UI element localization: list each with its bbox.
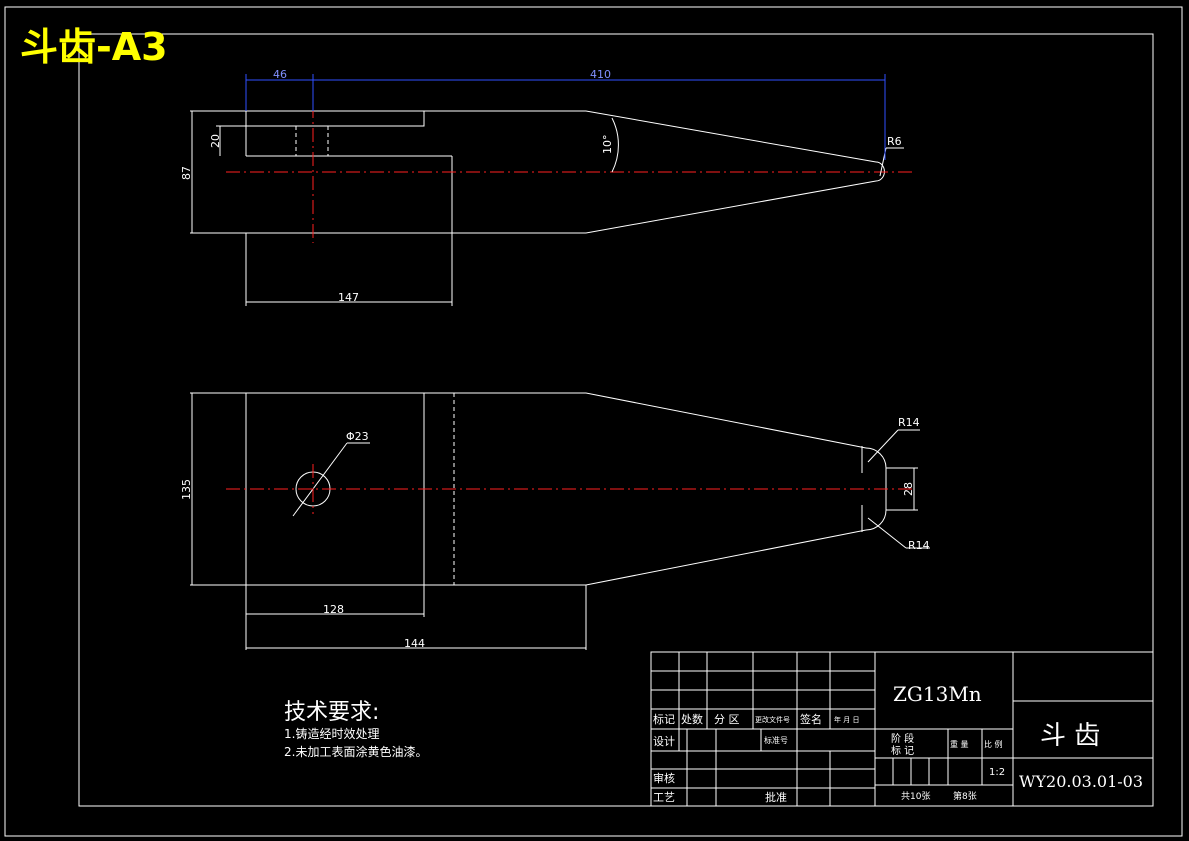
dim-20: 20 xyxy=(209,134,222,148)
sheet-title: 斗齿-A3 xyxy=(20,25,168,69)
tb-date: 年 月 日 xyxy=(834,715,859,724)
outer-border xyxy=(4,6,1183,837)
dim-10deg: 10° xyxy=(601,135,614,155)
top-view: 87 20 147 10° R6 46 410 xyxy=(180,68,915,306)
tb-count: 处数 xyxy=(681,713,703,726)
tb-review: 审核 xyxy=(653,771,675,785)
part-name: 斗 齿 xyxy=(1040,721,1100,751)
dim-144: 144 xyxy=(404,637,425,650)
tb-stage: 阶 段 xyxy=(891,732,914,745)
dim-128: 128 xyxy=(323,603,344,616)
tech-heading: 技术要求: xyxy=(284,700,379,725)
tb-standard: 标准号 xyxy=(764,735,788,745)
dim-135: 135 xyxy=(180,479,193,500)
inner-border xyxy=(78,33,1154,807)
tb-mark: 标记 xyxy=(653,712,675,726)
title-block: ZG13Mn 斗 齿 WY20.03.01-03 1:2 共10张 第8张 标记… xyxy=(650,651,1154,807)
dim-28: 28 xyxy=(902,482,915,496)
dim-87: 87 xyxy=(180,166,193,180)
scale: 1:2 xyxy=(989,767,1005,778)
tb-zone: 分 区 xyxy=(714,713,740,726)
tb-doc: 更改文件号 xyxy=(755,715,790,724)
tb-weight: 重 量 xyxy=(950,739,969,749)
dim-147: 147 xyxy=(338,291,359,304)
tech-line-2: 2.未加工表面涂黄色油漆。 xyxy=(284,744,427,759)
dim-phi23: Φ23 xyxy=(346,430,369,443)
sheet-count: 共10张 xyxy=(901,791,930,802)
tb-sign: 签名 xyxy=(800,712,822,726)
dim-r6: R6 xyxy=(887,135,902,148)
tb-approve: 批准 xyxy=(765,790,787,804)
tb-stage-mark: 标 记 xyxy=(891,745,914,757)
material: ZG13Mn xyxy=(893,682,982,706)
sheet-number: 第8张 xyxy=(953,790,977,802)
tb-ratio: 比 例 xyxy=(984,739,1003,749)
dim-46: 46 xyxy=(273,68,287,81)
tech-line-1: 1.铸造经时效处理 xyxy=(284,726,379,741)
tech-requirements: 技术要求: 1.铸造经时效处理 2.未加工表面涂黄色油漆。 xyxy=(284,700,427,759)
drawing-number: WY20.03.01-03 xyxy=(1019,772,1143,791)
dim-r14-bottom: R14 xyxy=(908,539,930,552)
dim-r14-top: R14 xyxy=(898,416,920,429)
tb-design: 设计 xyxy=(653,735,675,748)
tb-process: 工艺 xyxy=(653,791,675,804)
bottom-view: Φ23 135 R14 R14 28 128 144 xyxy=(180,392,930,650)
dim-410: 410 xyxy=(590,68,611,81)
